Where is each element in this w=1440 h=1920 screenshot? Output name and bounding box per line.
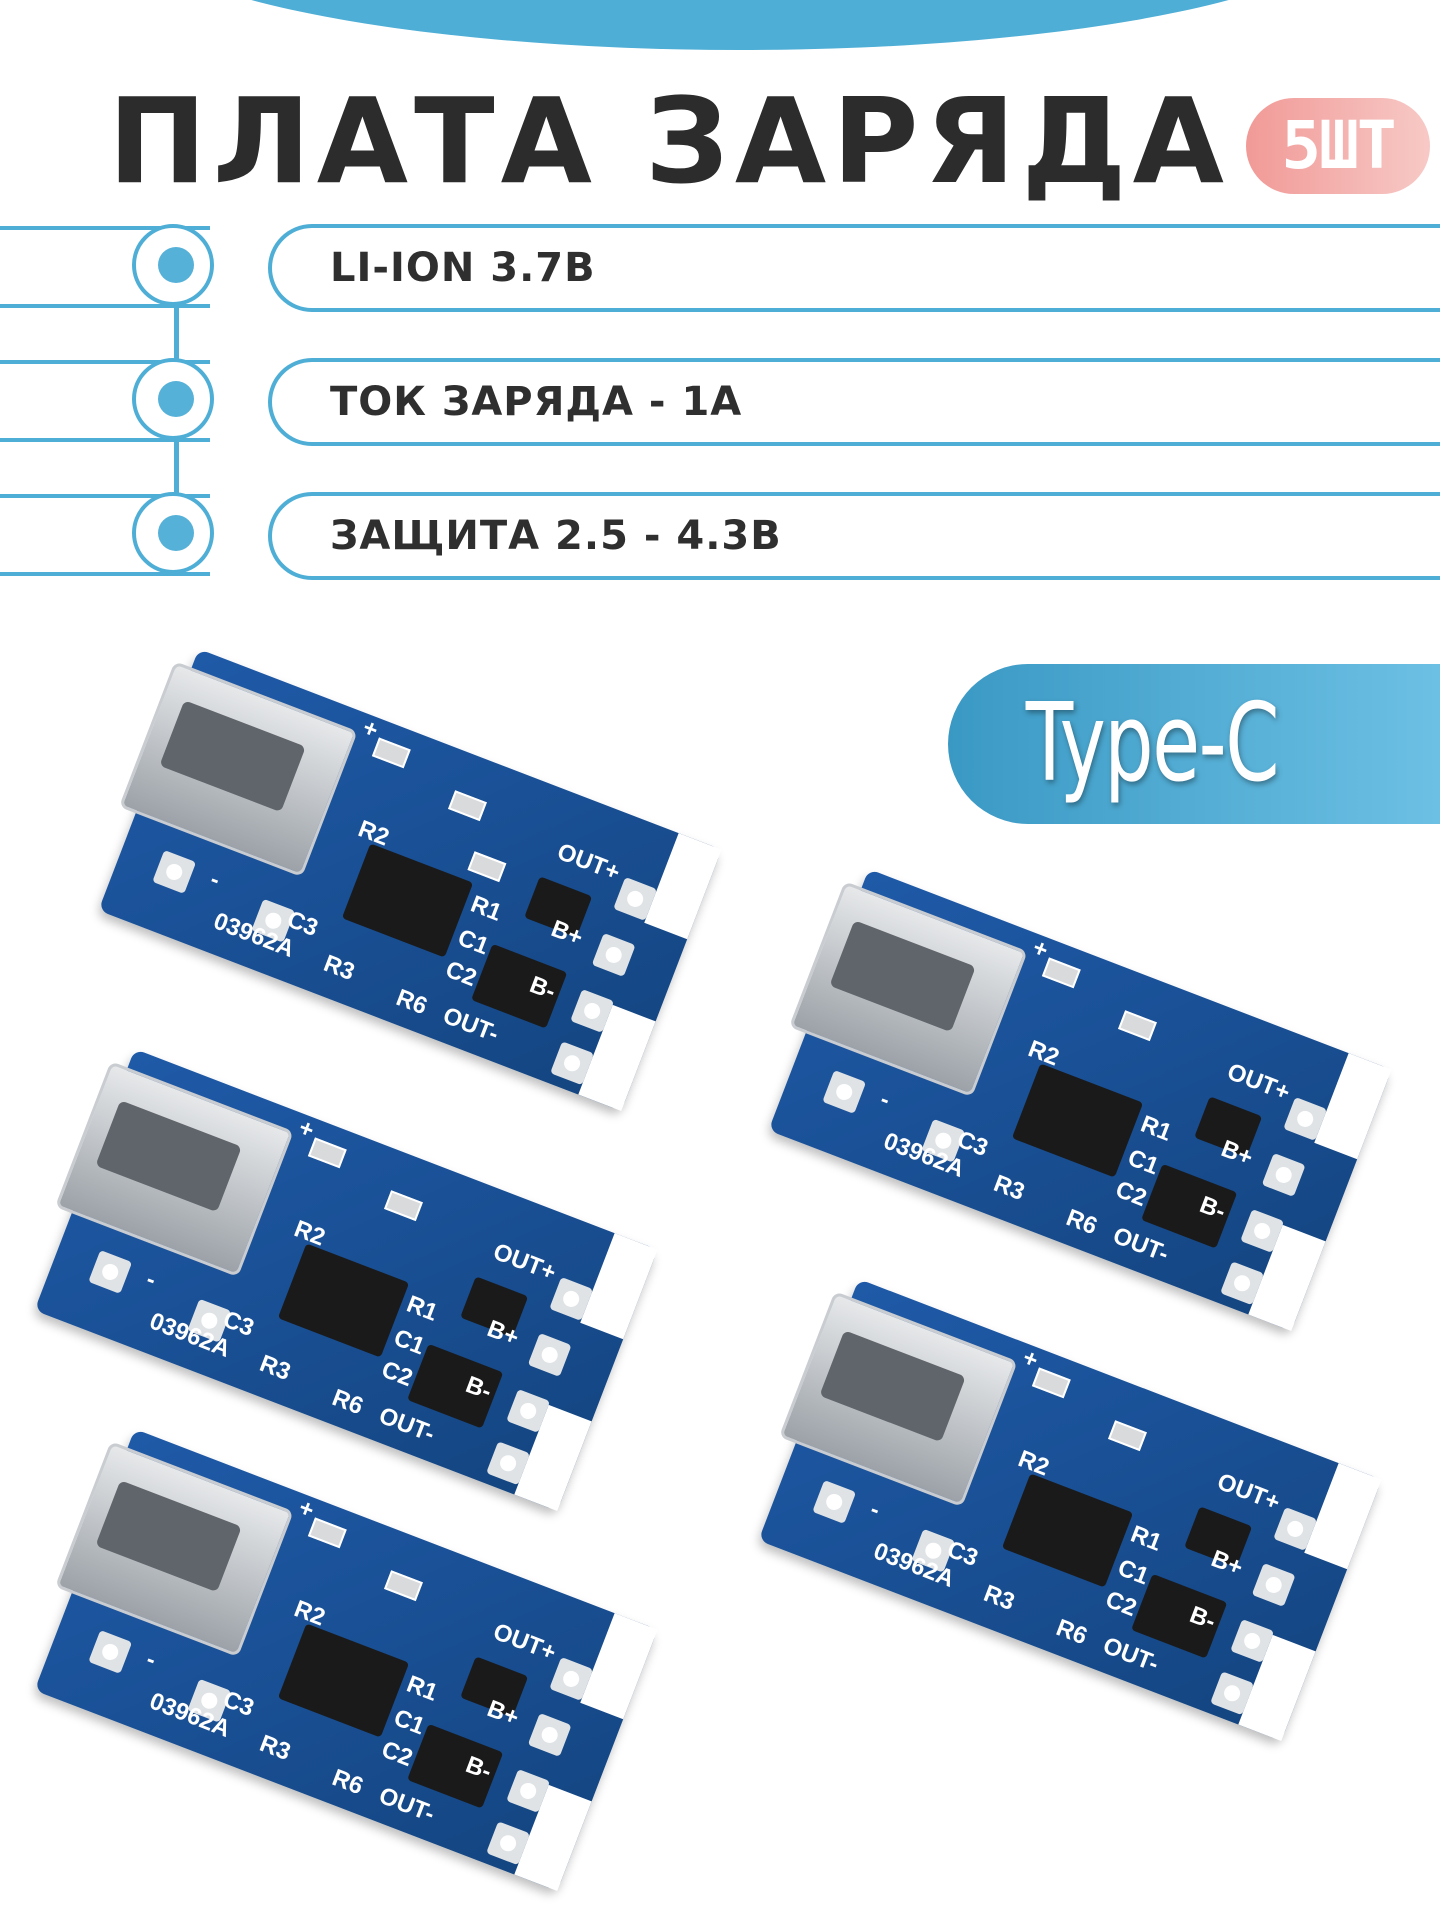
connector-badge: Type-C <box>1025 681 1280 806</box>
feature-label: ЗАЩИТА 2.5 - 4.3В <box>330 513 782 559</box>
connector-badge-background <box>948 664 1440 824</box>
feature-label: LI-ION 3.7В <box>330 245 596 291</box>
feature-rail-2 <box>0 360 210 442</box>
charging-board-image: + - R2 R1 C1 C2 C3 03962A R3 R6 OUT- OUT… <box>768 868 1392 1332</box>
charging-board-image: + - R2 R1 C1 C2 C3 03962A R3 R6 OUT- OUT… <box>758 1278 1382 1742</box>
feature-item-current: ТОК ЗАРЯДА - 1А <box>268 358 1440 446</box>
top-decorative-arc <box>120 0 1360 50</box>
feature-rail-1 <box>0 226 210 308</box>
feature-rail-3 <box>0 494 210 576</box>
bullet-dot-icon <box>158 381 194 417</box>
feature-item-battery: LI-ION 3.7В <box>268 224 1440 312</box>
charging-board-image: + - R2 R1 C1 C2 C3 03962A R3 R6 OUT- OUT… <box>98 648 722 1112</box>
page-title: ПЛАТА ЗАРЯДА <box>108 72 1230 210</box>
feature-item-protection: ЗАЩИТА 2.5 - 4.3В <box>268 492 1440 580</box>
charging-board-image: + - R2 R1 C1 C2 C3 03962A R3 R6 OUT- OUT… <box>34 1048 658 1512</box>
bullet-dot-icon <box>158 515 194 551</box>
quantity-badge: 5ШТ <box>1246 98 1430 194</box>
charging-board-image: + - R2 R1 C1 C2 C3 03962A R3 R6 OUT- OUT… <box>34 1428 658 1892</box>
bullet-dot-icon <box>158 247 194 283</box>
feature-label: ТОК ЗАРЯДА - 1А <box>330 379 743 425</box>
